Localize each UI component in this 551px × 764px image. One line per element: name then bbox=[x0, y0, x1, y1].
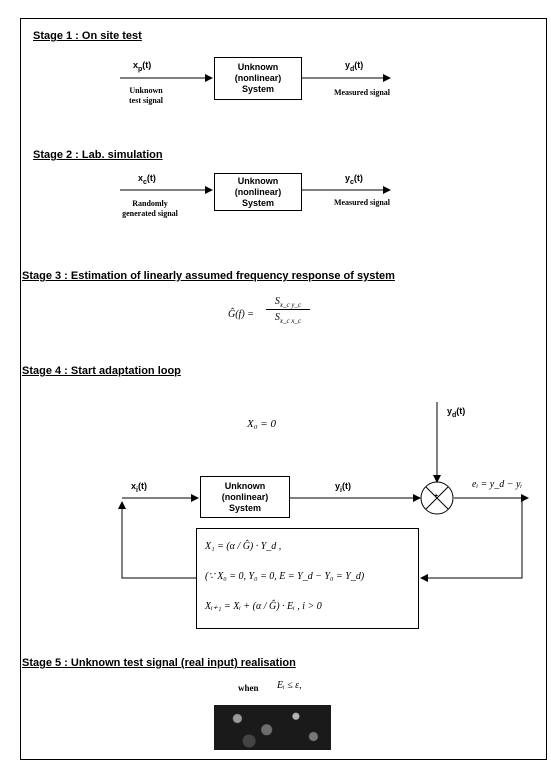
stage2-output-desc: Measured signal bbox=[318, 198, 406, 208]
stage1-output-desc: Measured signal bbox=[318, 88, 406, 98]
stage2-input-desc: Randomly generated signal bbox=[114, 199, 186, 219]
stage2-output-label: yc(t) bbox=[345, 173, 363, 186]
stage4-system-box: Unknown (nonlinear) System bbox=[200, 476, 290, 518]
stage4-error-label: eᵢ = y_d − yᵢ bbox=[472, 479, 522, 490]
stage2-system-box: Unknown (nonlinear) System bbox=[214, 173, 302, 211]
stage5-title: Stage 5 : Unknown test signal (real inpu… bbox=[22, 657, 296, 669]
stage1-output-label: yd(t) bbox=[345, 60, 363, 73]
feedback-update-box: X₁ = (α / Ĝ) · Y_d , (∵ X₀ = 0, Y₀ = 0, … bbox=[196, 528, 419, 629]
summing-junction-sign: + bbox=[434, 493, 438, 500]
feedback-line-1: X₁ = (α / Ĝ) · Y_d , bbox=[205, 541, 281, 552]
feedback-line-2: (∵ X₀ = 0, Y₀ = 0, E = Y_d − Y₀ = Y_d) bbox=[205, 571, 364, 582]
stage4-title: Stage 4 : Start adaptation loop bbox=[22, 365, 181, 377]
stage3-formula-numerator: Sx_c y_c bbox=[266, 296, 310, 310]
stage3-formula-lhs: Ĝ(f) = bbox=[228, 309, 254, 320]
stage1-input-desc: Unknown test signal bbox=[118, 86, 174, 106]
stage4-feedback-to-input bbox=[122, 502, 196, 578]
stage4-reference-label: yd(t) bbox=[447, 406, 465, 419]
stage3-title: Stage 3 : Estimation of linearly assumed… bbox=[22, 270, 395, 282]
stage4-output-label: yi(t) bbox=[335, 481, 351, 494]
feedback-line-3: Xᵢ₊₁ = Xᵢ + (α / Ĝ) · Eᵢ , i > 0 bbox=[205, 601, 322, 612]
stage1-title: Stage 1 : On site test bbox=[33, 30, 142, 42]
stage2-title: Stage 2 : Lab. simulation bbox=[33, 149, 163, 161]
stage2-input-label: xc(t) bbox=[138, 173, 156, 186]
stage1-input-label: xp(t) bbox=[133, 60, 151, 73]
realised-signal-image bbox=[214, 705, 331, 750]
stage1-system-box: Unknown (nonlinear) System bbox=[214, 57, 302, 100]
stage4-input-label: xi(t) bbox=[131, 481, 147, 494]
stage5-condition-word: when bbox=[238, 683, 259, 693]
stage4-initial-condition: X₀ = 0 bbox=[247, 418, 276, 430]
stage3-formula-denominator: Sx_c x_c bbox=[266, 312, 310, 325]
stage5-condition-expr: Eᵢ ≤ ε, bbox=[277, 680, 302, 691]
